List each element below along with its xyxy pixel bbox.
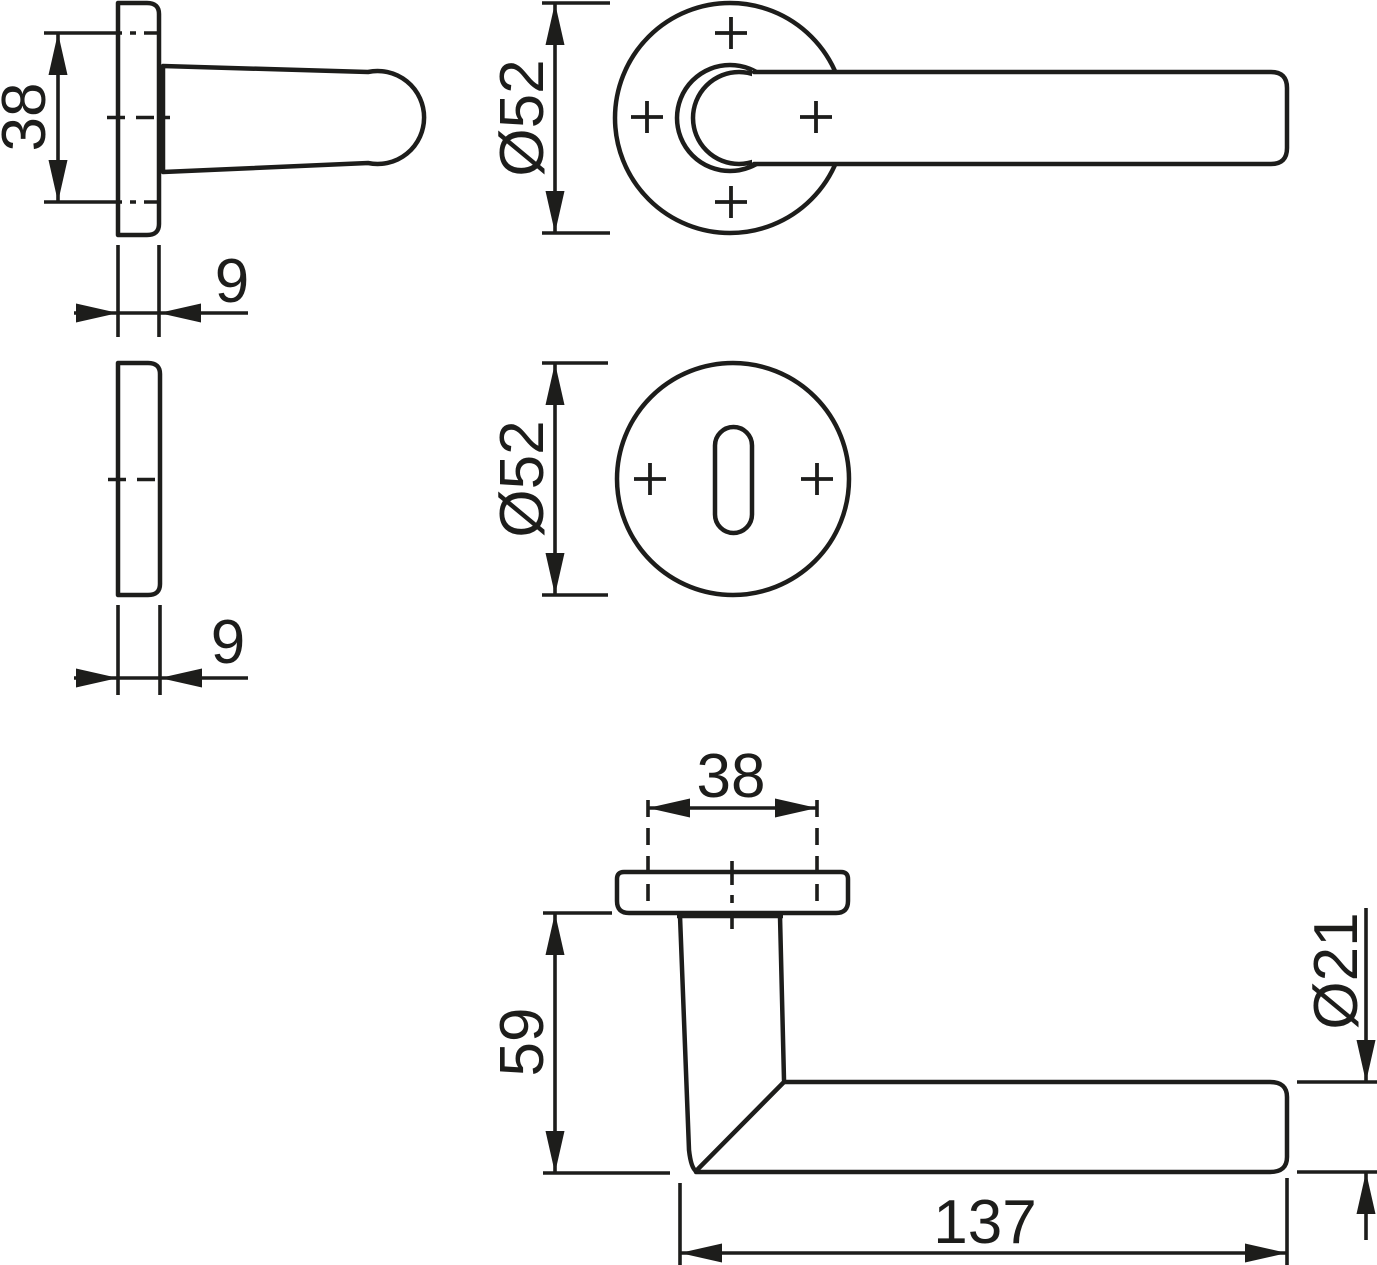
key-cross-left <box>634 463 666 495</box>
dim9b-label: 9 <box>211 608 245 677</box>
dim38-label: 38 <box>0 83 59 152</box>
dim38b-arrow-left <box>648 798 690 818</box>
dim38b-label: 38 <box>697 742 766 811</box>
dia52-top-arrow-down <box>545 191 565 233</box>
dia52-top-label: Ø52 <box>488 59 557 176</box>
lever-bar-mask <box>752 70 1287 165</box>
top-rosette-plate-outline <box>614 869 851 916</box>
fixing-cross-left <box>631 101 663 133</box>
dim59-label: 59 <box>488 1008 557 1077</box>
dim38-arrow-up <box>48 33 68 75</box>
fixing-cross-lever <box>800 101 832 133</box>
fixing-cross-bottom <box>715 186 747 218</box>
dim9-label: 9 <box>215 247 249 316</box>
dia52b-label: Ø52 <box>488 420 557 537</box>
neck-grip-crease <box>695 1079 787 1172</box>
dia52b-arrow-down <box>545 553 565 595</box>
fixing-cross-top <box>715 17 747 49</box>
dim9-arrow-left <box>159 303 201 323</box>
neck-left-edge <box>677 913 699 1174</box>
view-key-rosette-side: 9 <box>74 360 248 695</box>
dia21-label: Ø21 <box>1302 912 1371 1029</box>
neck-right-edge <box>777 913 787 1083</box>
view-handle-top: 38 59 Ø21 137 <box>488 742 1377 1265</box>
grip-top-outline <box>693 1079 1290 1175</box>
dia21-arrow-up <box>1356 1172 1376 1214</box>
dim137-label: 137 <box>933 1188 1036 1257</box>
dia52-top-arrow-up <box>545 3 565 45</box>
dim137-arrow-right <box>1245 1243 1287 1263</box>
view-handle-front: Ø52 <box>488 0 1290 236</box>
view-key-rosette-front: Ø52 <box>488 360 852 598</box>
dim9b-arrow-left <box>160 668 202 688</box>
keyhole-slot <box>712 424 755 536</box>
dim9-arrow-right <box>76 303 118 323</box>
dia21-arrow-down <box>1356 1040 1376 1082</box>
dim59-arrow-down <box>545 1131 565 1173</box>
lever-bar-outline <box>751 69 1290 167</box>
dim38-arrow-down <box>48 160 68 202</box>
key-rosette-plate-outline <box>115 360 163 598</box>
dim59-arrow-up <box>545 913 565 955</box>
lever-grip-side-profile <box>160 63 427 175</box>
view-handle-side: 38 9 <box>0 0 427 337</box>
dia52b-arrow-up <box>545 363 565 405</box>
key-rosette-circle <box>614 360 852 598</box>
dim137-arrow-left <box>680 1243 722 1263</box>
dim9b-arrow-right <box>76 668 118 688</box>
rosette-plate-side-outline <box>115 0 162 238</box>
dim38b-arrow-right <box>775 798 817 818</box>
key-cross-right <box>801 463 833 495</box>
